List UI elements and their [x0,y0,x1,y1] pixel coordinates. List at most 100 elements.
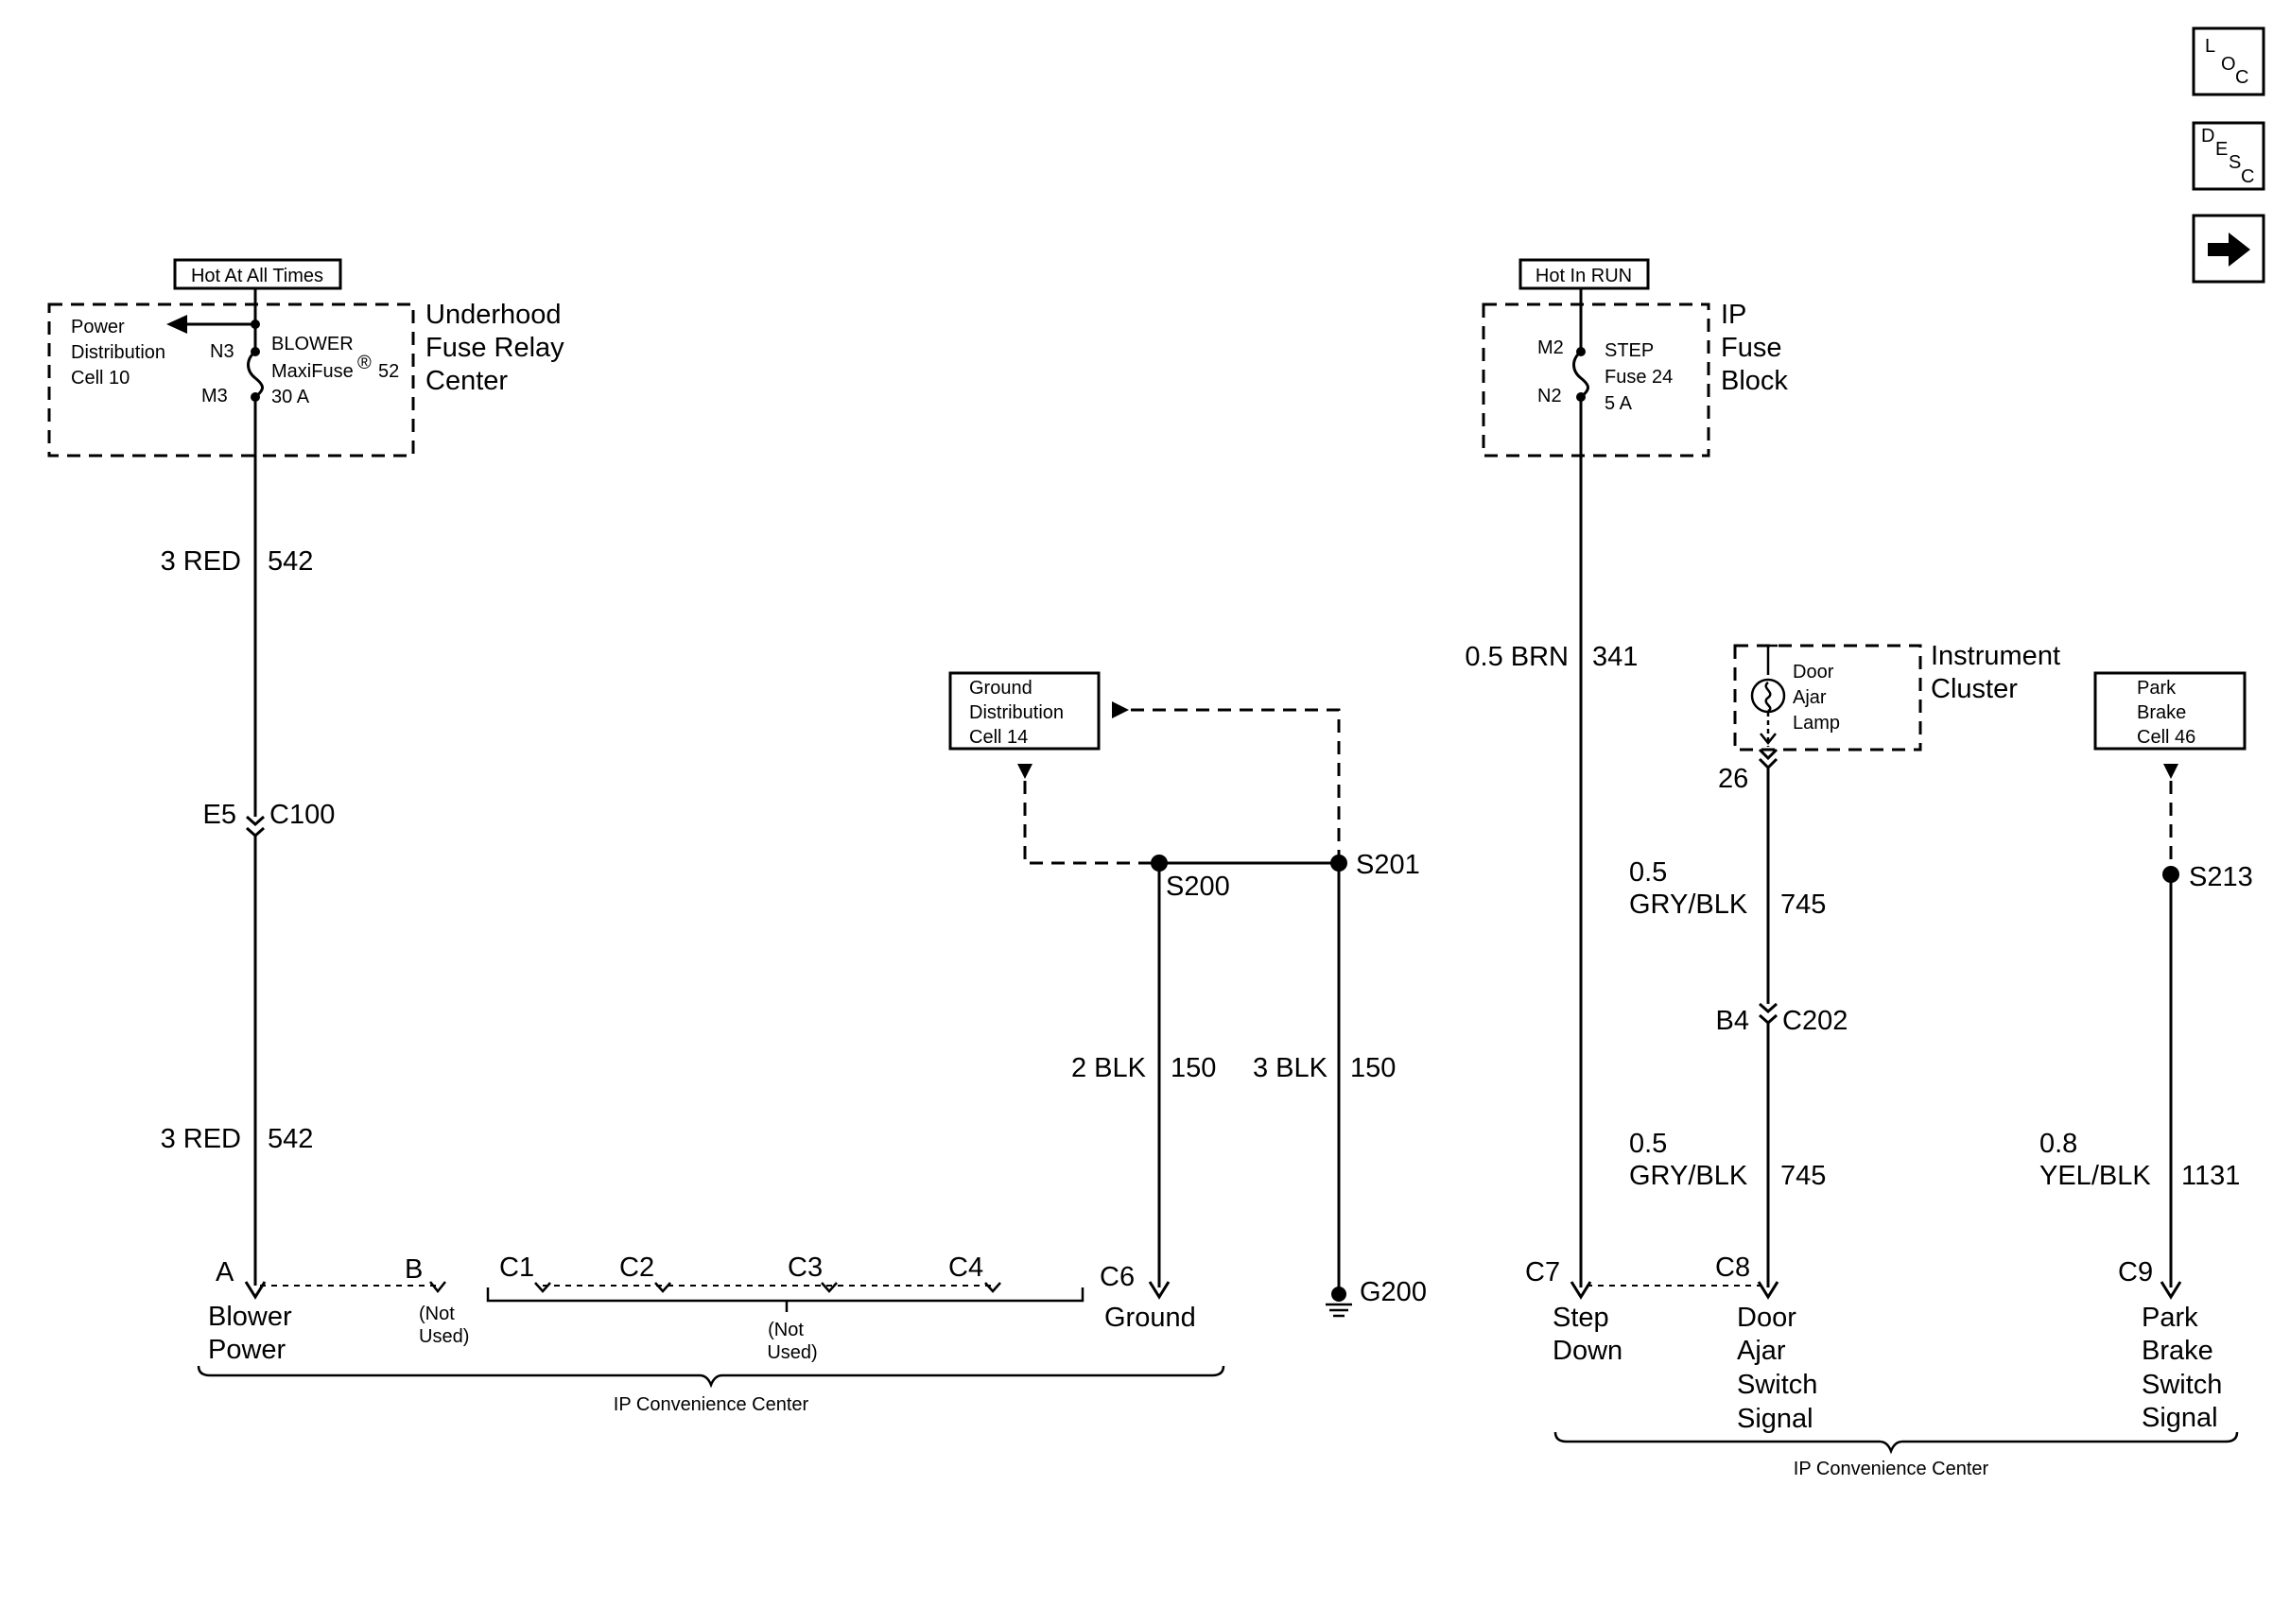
svg-text:(Not: (Not [768,1320,804,1340]
pin-c7-step-down: Step Down [1553,1303,1622,1366]
svg-text:E5: E5 [203,800,236,830]
svg-text:B4: B4 [1716,1006,1749,1036]
svg-text:0.5 BRN: 0.5 BRN [1465,642,1569,672]
arrow-down-icon [1570,1281,1592,1300]
svg-text:Block: Block [1721,366,1788,396]
svg-text:Hot In RUN: Hot In RUN [1536,266,1632,286]
right-arrow-icon [2208,233,2250,267]
ground-symbol-icon [1326,1287,1352,1318]
svg-text:Blower: Blower [208,1302,292,1332]
svg-text:C6: C6 [1100,1262,1135,1292]
svg-text:542: 542 [268,546,313,577]
arrow-down-icon [1017,764,1032,779]
svg-text:Door: Door [1737,1303,1796,1333]
svg-text:Cell 14: Cell 14 [969,727,1028,748]
svg-text:Distribution: Distribution [969,702,1064,723]
svg-text:Instrument: Instrument [1931,641,2060,671]
svg-text:(Not: (Not [419,1304,455,1324]
svg-text:Ajar: Ajar [1737,1336,1786,1366]
svg-text:0.8: 0.8 [2039,1129,2077,1159]
underhood-fuse-relay-center-label: Underhood Fuse Relay Center [425,300,564,396]
svg-text:M2: M2 [1537,337,1564,358]
pin-b-not-used: (Not Used) [419,1304,469,1347]
svg-text:C8: C8 [1715,1253,1750,1283]
svg-text:Step: Step [1553,1303,1609,1333]
svg-text:C2: C2 [619,1253,654,1283]
wire-label-3red-542: 3 RED 542 [161,546,314,577]
park-brake-box: Park Brake Cell 46 [2093,671,2247,751]
arrow-down-icon [1757,1281,1779,1300]
arrow-down-icon [1148,1281,1171,1300]
svg-text:150: 150 [1350,1053,1396,1083]
svg-text:O: O [2221,54,2236,75]
svg-text:S201: S201 [1356,850,1420,880]
svg-text:0.5: 0.5 [1629,1129,1667,1159]
svg-text:Lamp: Lamp [1793,713,1840,734]
svg-text:Cell 46: Cell 46 [2137,727,2195,748]
pin-c9-park-brake-switch-signal: Park Brake Switch Signal [2142,1303,2222,1433]
arrow-down-icon [2160,1281,2182,1300]
step-fuse-label: STEP Fuse 24 5 A [1605,340,1673,414]
pin-c6-ground: Ground [1104,1303,1196,1333]
svg-text:E: E [2215,139,2228,160]
power-distribution-label: Power Distribution Cell 10 [71,317,165,389]
wire-label-2blk-150: 2 BLK 150 [1071,1053,1216,1083]
svg-text:2 BLK: 2 BLK [1071,1053,1147,1083]
svg-text:30 A: 30 A [271,387,310,407]
svg-text:Distribution: Distribution [71,342,165,363]
loc-button[interactable]: L O C [2192,26,2265,96]
svg-text:3 BLK: 3 BLK [1253,1053,1328,1083]
wire-label-05brn-341: 0.5 BRN 341 [1465,642,1638,672]
lamp-icon [1750,678,1786,714]
svg-text:C4: C4 [948,1253,983,1283]
svg-text:Cluster: Cluster [1931,674,2018,704]
svg-text:3 RED: 3 RED [161,546,241,577]
svg-text:C: C [2235,67,2248,88]
svg-text:A: A [216,1257,234,1287]
arrow-right-icon [1112,701,1129,718]
ground-distribution-box: Ground Distribution Cell 14 [948,671,1101,751]
wire-label-3blk-150: 3 BLK 150 [1253,1053,1396,1083]
arrow-down-icon [2163,764,2178,779]
svg-text:S: S [2229,152,2241,173]
svg-text:Switch: Switch [2142,1370,2222,1400]
wire-label-3red-542-lower: 3 RED 542 [161,1124,314,1154]
ip-fuse-block-label: IP Fuse Block [1721,300,1788,396]
next-button[interactable] [2192,214,2265,284]
svg-text:Fuse Relay: Fuse Relay [425,333,564,363]
svg-text:L: L [2205,36,2215,57]
svg-text:341: 341 [1592,642,1638,672]
hot-in-run-label: Hot In RUN [1518,258,1650,290]
svg-text:BLOWER: BLOWER [271,334,354,354]
svg-text:C9: C9 [2118,1257,2153,1287]
svg-text:Cell 10: Cell 10 [71,368,130,389]
svg-text:Ground: Ground [969,678,1032,699]
arrow-down-icon [244,1281,267,1300]
svg-text:Power: Power [208,1335,286,1365]
svg-text:1131: 1131 [2181,1161,2240,1191]
pin-c8-door-ajar-switch-signal: Door Ajar Switch Signal [1737,1303,1817,1434]
svg-text:IP Convenience Center: IP Convenience Center [614,1394,809,1415]
svg-text:Park: Park [2142,1303,2198,1333]
svg-text:Ajar: Ajar [1793,687,1827,708]
ground-g200: G200 [1360,1277,1427,1307]
svg-text:5 A: 5 A [1605,393,1633,414]
svg-text:STEP: STEP [1605,340,1654,361]
svg-text:S213: S213 [2189,862,2253,892]
svg-text:3 RED: 3 RED [161,1124,241,1154]
instrument-cluster-label: Instrument Cluster [1931,641,2060,704]
svg-text:®: ® [357,353,372,373]
ip-convenience-center-left: IP Convenience Center [197,1365,1225,1415]
svg-text:IP Convenience Center: IP Convenience Center [1794,1459,1989,1479]
svg-text:YEL/BLK: YEL/BLK [2039,1161,2151,1191]
pin-a-blower-power: Blower Power [208,1302,292,1365]
connector-c202: B4 C202 [1716,1002,1848,1036]
svg-text:745: 745 [1780,1161,1826,1191]
desc-button[interactable]: D E S C [2192,121,2265,191]
svg-text:Signal: Signal [1737,1404,1813,1434]
svg-text:Signal: Signal [2142,1403,2218,1433]
pins-c1-c4: C1 C2 C3 C4 (Not Used) [486,1253,1084,1363]
svg-text:Down: Down [1553,1336,1622,1366]
wire-label-gryblk-745: 0.5 GRY/BLK 745 [1629,857,1826,920]
svg-text:Door: Door [1793,662,1834,682]
